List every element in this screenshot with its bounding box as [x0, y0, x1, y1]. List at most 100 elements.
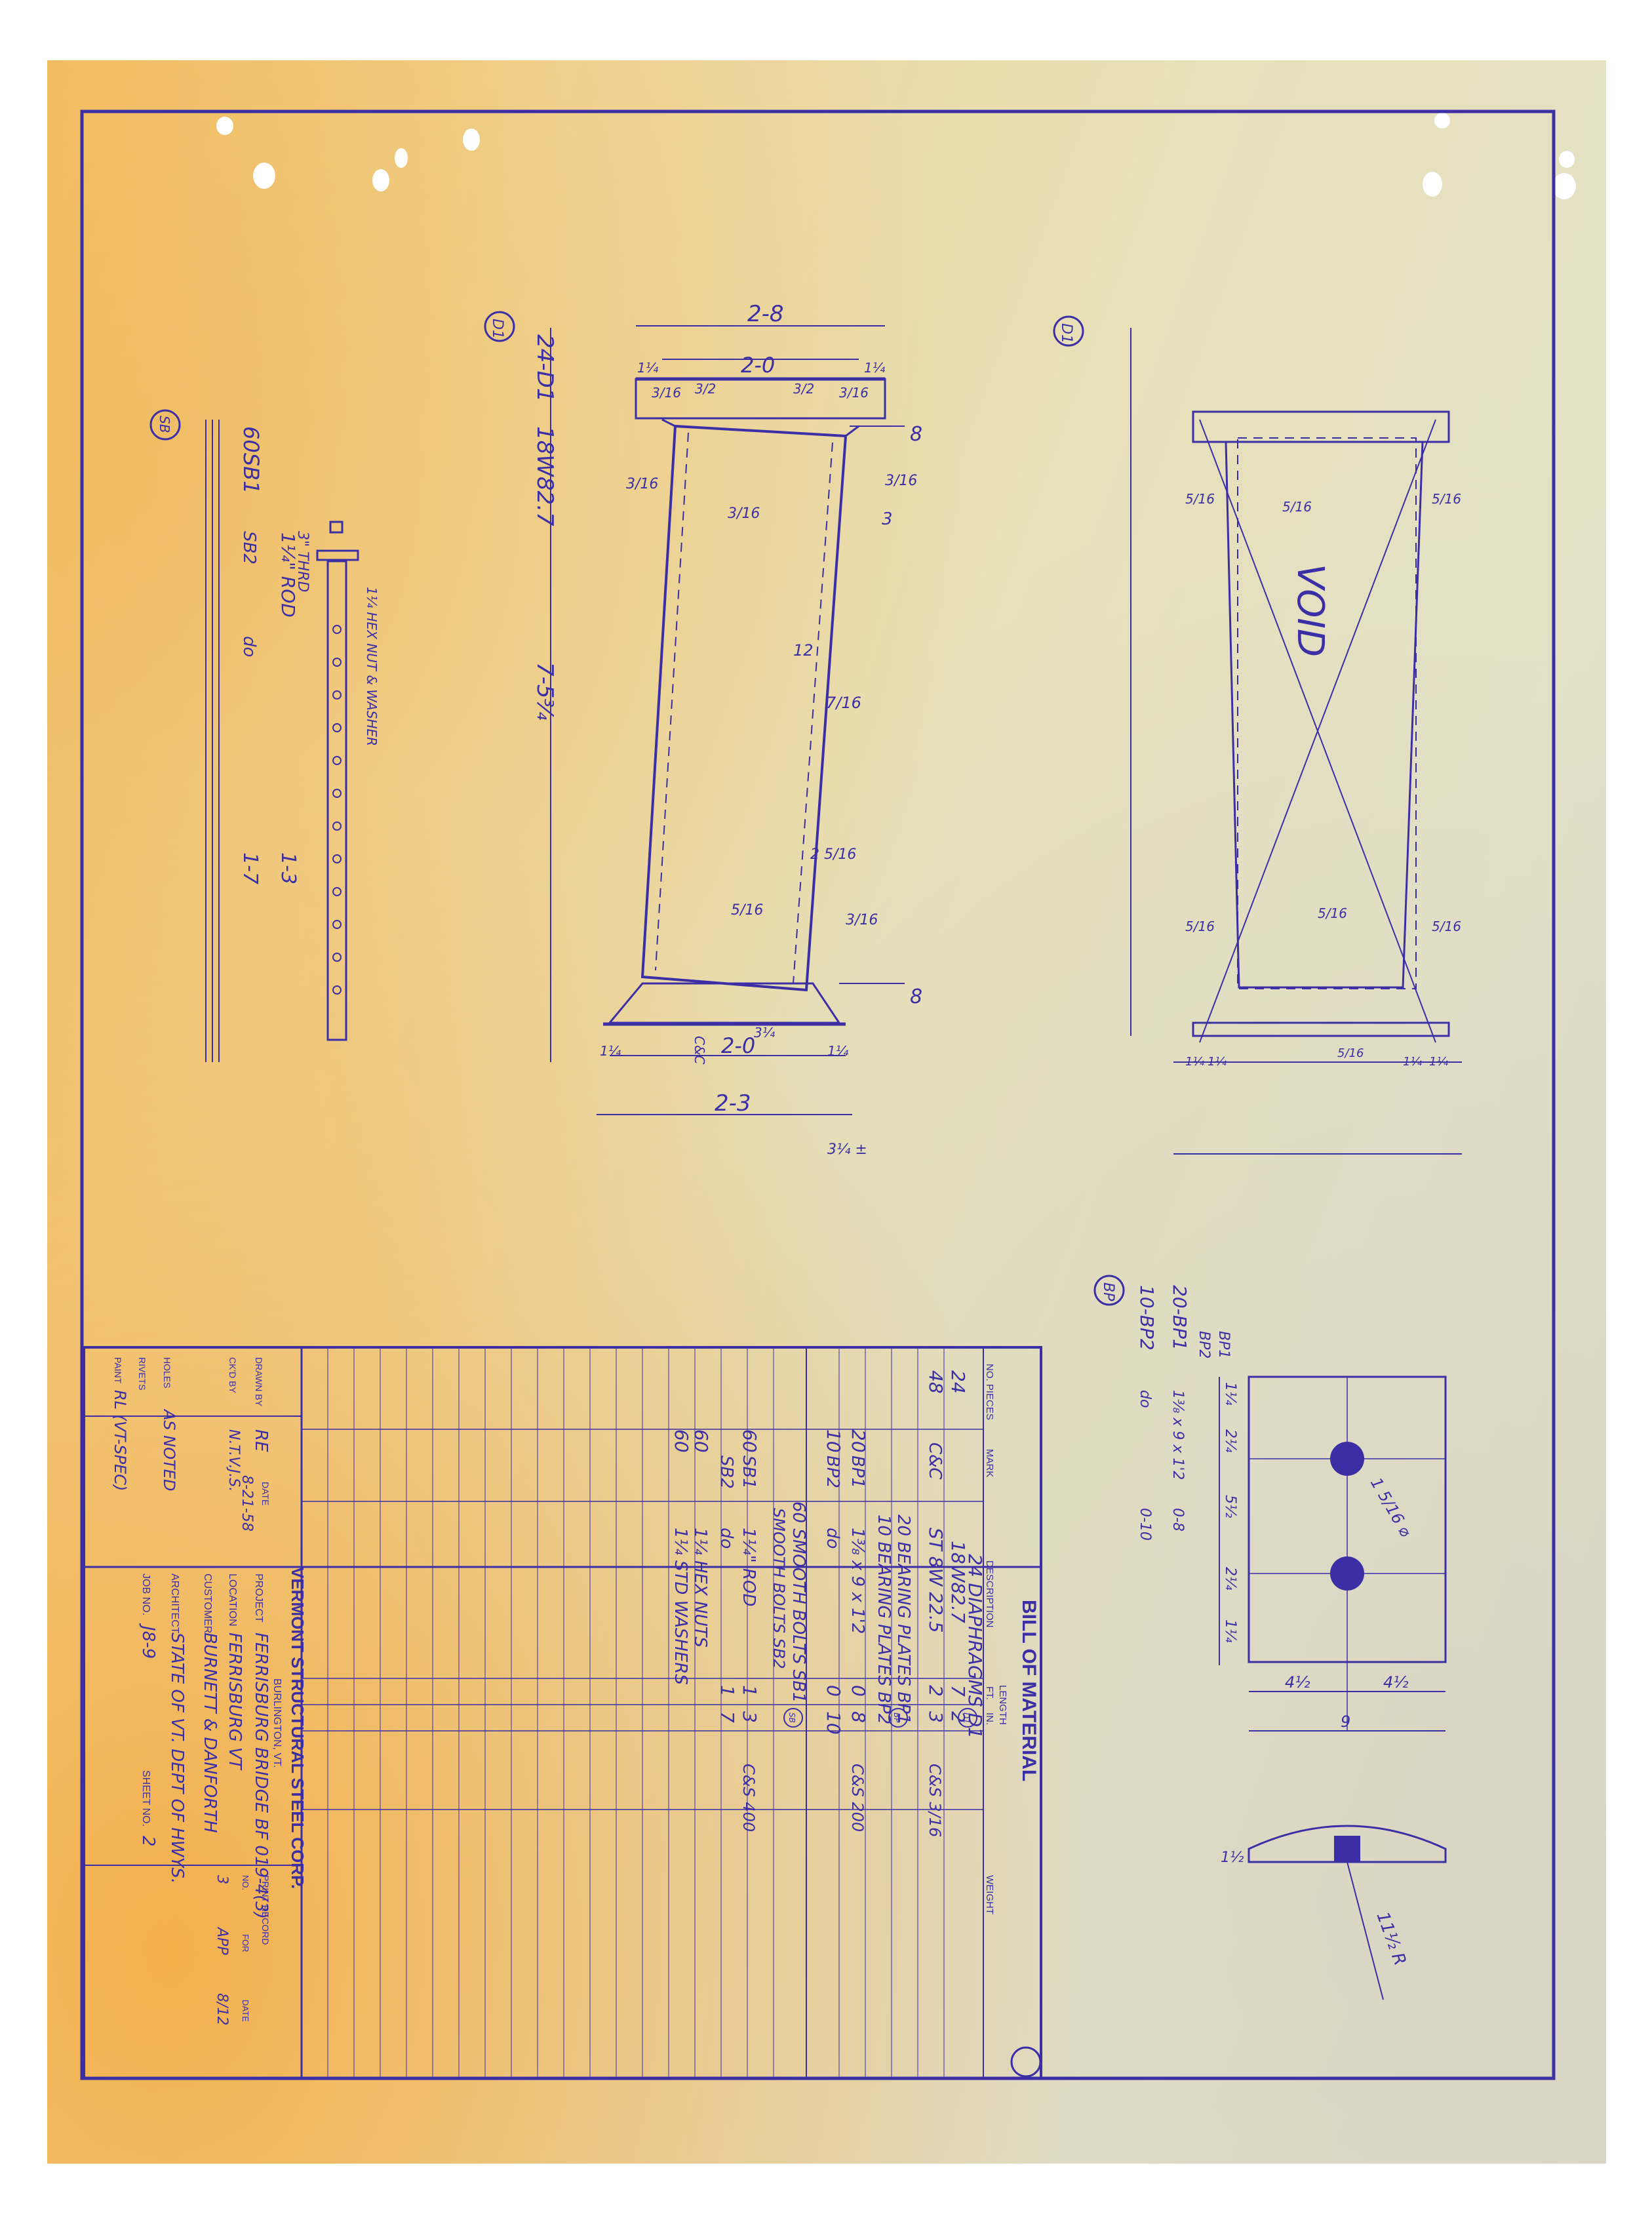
- bom-row-7-ft: 0: [823, 1685, 844, 1697]
- top-end-left: 1¼: [637, 360, 659, 376]
- bp-top-dim-2: 2¼: [1222, 1429, 1238, 1453]
- sb-washer: [316, 549, 359, 561]
- sb-rod: [326, 560, 347, 1041]
- detail-d1-marker-text: D1: [489, 319, 505, 339]
- weld-size-2: 3/16: [728, 505, 760, 522]
- bp1-label: BP1: [1215, 1331, 1232, 1358]
- bottom-inner-label: 2-0: [721, 1033, 755, 1058]
- section-label: 18W82.7: [532, 426, 558, 526]
- bom-row-3-ft: 2: [925, 1685, 947, 1697]
- col-weight: WEIGHT: [984, 1875, 995, 1914]
- bom-marker-sb: [783, 1708, 803, 1728]
- void-label: VOID: [1289, 564, 1331, 657]
- sb-thread-label: 3" THRD: [294, 531, 311, 592]
- height-label: 7-5¾: [532, 662, 558, 721]
- bom-row-10-note: C&S 400: [739, 1764, 758, 1832]
- side-end-4: 1¼: [1429, 1055, 1448, 1069]
- col-pieces: NO. PIECES: [984, 1364, 995, 1420]
- side-bottom-flange: [1192, 1021, 1450, 1037]
- punch-hole: [1559, 151, 1575, 168]
- plate-thick-label: 1½: [1221, 1850, 1244, 1866]
- bp2-length: 0-10: [1137, 1508, 1153, 1541]
- bom-row-12-desc: 1¼ HEX NUTS: [690, 1528, 710, 1648]
- edge-mark-label: 2 5/16: [810, 846, 856, 863]
- top-end-right: 1¼: [864, 360, 886, 376]
- bp1-qty: 20-BP1: [1169, 1285, 1190, 1351]
- side-end-2: 1¼: [1208, 1055, 1227, 1069]
- weld-size-1: 3/16: [626, 476, 658, 492]
- bom-row-11-ft: 1: [717, 1685, 738, 1697]
- void-diagonal-2: [1199, 419, 1436, 1043]
- location-value: FERRISBURG VT: [225, 1633, 245, 1771]
- bom-row-7-pieces: 10: [823, 1429, 844, 1453]
- architect-value: STATE OF VT. DEPT OF HWYS.: [167, 1633, 187, 1884]
- bom-row-12-pieces: 60: [690, 1429, 712, 1453]
- bom-outer-frame: [83, 1346, 1042, 2080]
- bom-row-3-mark: C&C: [925, 1442, 945, 1480]
- bom-row-10-in: 3: [739, 1711, 760, 1723]
- job-value: J8-9: [138, 1623, 158, 1659]
- bp-length: 0-8: [1170, 1508, 1186, 1532]
- bottom-overall-label: 2-3: [715, 1090, 751, 1117]
- holes-label: HOLES: [162, 1357, 172, 1388]
- location-label: LOCATION: [227, 1574, 238, 1627]
- bom-row-10-pieces: 60: [739, 1429, 760, 1453]
- weld-size-3: 3/16: [885, 473, 917, 489]
- weld-size-5: 3/16: [846, 912, 878, 928]
- print-col-date: DATE: [241, 2000, 250, 2022]
- bom-row-3-desc: ST 8W 22.5: [925, 1528, 947, 1633]
- detail-bp-marker: [1093, 1275, 1125, 1306]
- side-end-3: 1¼: [1403, 1055, 1422, 1069]
- detail-d1-side-marker: [1053, 315, 1084, 347]
- project-value: FERRISBURG BRIDGE BF 019-4(3): [251, 1633, 271, 1919]
- hole-dia-label: 1 5/16 ⌀: [1367, 1475, 1415, 1540]
- sb-length-2: 1-7: [239, 852, 262, 884]
- bp-width-label: 9: [1341, 1712, 1350, 1731]
- bom-row-9-desc: SMOOTH BOLTS SB2: [770, 1508, 788, 1669]
- top-bevel-right: 3/16: [839, 385, 869, 401]
- bom-marker-bp-text: BP: [892, 1712, 901, 1723]
- web-offset-label: 3: [882, 509, 893, 529]
- side-weld-6: 5/16: [1318, 905, 1347, 921]
- top-inner-label: 2-0: [741, 353, 775, 378]
- cc-callout: C&C: [692, 1036, 707, 1065]
- customer-label: CUSTOMER: [202, 1574, 213, 1633]
- top-offset-right: 3/2: [793, 381, 814, 397]
- bp-bottom-dim-2: 4½: [1383, 1673, 1409, 1692]
- depth-mark-2: 7/16: [826, 694, 861, 712]
- col-length: LENGTH: [997, 1685, 1008, 1725]
- bottom-tolerance-label: 3¼ ±: [827, 1141, 867, 1158]
- sb-length-1: 1-3: [277, 852, 300, 884]
- bom-row-13-pieces: 60: [671, 1429, 692, 1453]
- paint-label: PAINT: [113, 1357, 123, 1384]
- bom-row-10-mark: SB1: [739, 1455, 758, 1489]
- job-label: JOB NO.: [140, 1574, 151, 1615]
- bottom-end-left: 1¼: [600, 1043, 621, 1059]
- ckd-by-label: CK'D BY: [227, 1357, 238, 1393]
- paint-value: RL (VT-SPEC): [111, 1390, 129, 1491]
- radius-leader: [1347, 1861, 1384, 2000]
- bom-rows: 24 DIAPHRAGMS D1 24 18W82.7 7 2 48 C&C S…: [671, 1370, 986, 1837]
- side-weld-3: 5/16: [1282, 499, 1312, 515]
- sheet-value: 2: [138, 1836, 158, 1847]
- company-name: VERMONT STRUCTURAL STEEL CORP.: [288, 1567, 307, 1889]
- detail-d1-side-view: D1 VOID 5/16 5/16 5/16 5/16 5/16 5/16 1¼…: [1053, 315, 1462, 1155]
- sb-piece-left: 60SB1: [239, 426, 264, 494]
- ckd-by-value: N.T.V.J.S.: [226, 1429, 242, 1492]
- bp-top-dim-5: 1¼: [1222, 1619, 1238, 1643]
- bom-row-7-mark: BP2: [823, 1455, 842, 1488]
- bom-row-7-in: 10: [823, 1711, 844, 1735]
- bom-row-6-pieces: 20: [848, 1429, 869, 1453]
- bottom-depth-label: 8: [910, 985, 922, 1008]
- side-weld-2: 5/16: [1432, 491, 1461, 507]
- bom-row-6-in: 8: [848, 1711, 869, 1723]
- punch-hole: [395, 148, 408, 168]
- bom-row-2-pieces: 24: [947, 1370, 969, 1394]
- web-haunch-top: [661, 418, 859, 437]
- punch-hole: [463, 129, 480, 151]
- side-weld-5: 5/16: [1432, 919, 1461, 934]
- bill-and-title-block: BILL OF MATERIAL NO. PIECES MARK DESCRIP…: [83, 1346, 1042, 2080]
- sb-rod-label: 1¼" ROD: [277, 532, 299, 618]
- col-ft: FT.: [984, 1686, 995, 1700]
